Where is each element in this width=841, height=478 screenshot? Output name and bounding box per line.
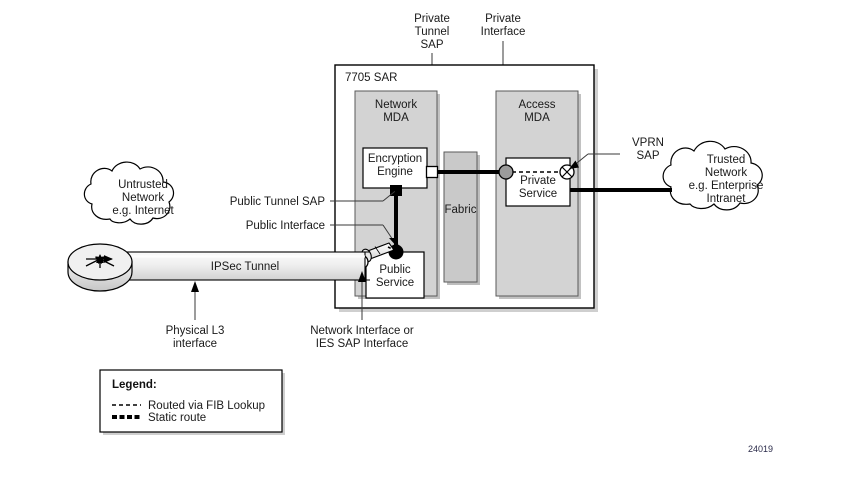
legend-item-label: Routed via FIB Lookup — [148, 400, 265, 412]
private-service — [505, 157, 571, 207]
cloud-untrusted-label: Network — [122, 192, 164, 204]
cloud-untrusted-label: Untrusted — [118, 179, 168, 191]
fabric-label: Fabric — [445, 204, 477, 216]
access-mda-label: MDA — [524, 112, 550, 124]
callout-label-line: SAP — [420, 39, 443, 51]
callout-label-line: Private — [414, 13, 450, 25]
public-service — [365, 251, 425, 299]
legend-title: Legend: — [112, 379, 157, 391]
public-service-label: Service — [376, 277, 414, 289]
callout-label-line: interface — [173, 338, 217, 350]
cloud-untrusted-network: Untrusted Network e.g. Internet — [83, 161, 174, 225]
arrow-head — [191, 281, 199, 292]
private-service-label: Service — [519, 188, 557, 200]
figure-id: 24019 — [748, 444, 773, 454]
private-interface-marker — [498, 164, 514, 180]
callout-public-interface: Public Interface — [246, 220, 399, 249]
cloud-trusted-label: Intranet — [707, 193, 747, 205]
arrow-head — [569, 160, 579, 169]
router-icon — [67, 243, 133, 292]
fib-route-public-service — [387, 246, 395, 251]
callout-label-line: IES SAP Interface — [316, 338, 408, 350]
arrow-head — [358, 271, 366, 282]
callout-label-line: SAP — [636, 150, 659, 162]
legend-item-static-route: Static route — [112, 412, 206, 424]
callout-label-line: Physical L3 — [166, 325, 225, 337]
private-service-label: Private — [520, 175, 556, 187]
callout-public-tunnel-sap: Public Tunnel SAP — [230, 185, 402, 208]
cloud-untrusted-label: e.g. Internet — [112, 205, 174, 217]
callout-network-ies-sap-interface: Network Interface or IES SAP Interface — [310, 271, 414, 350]
access-mda-label: Access — [518, 99, 555, 111]
callout-physical-l3-interface: Physical L3 interface — [166, 281, 225, 350]
legend: Legend: Routed via FIB Lookup Static rou… — [99, 369, 285, 435]
private-tunnel-sap-marker — [425, 165, 439, 179]
encryption-engine-label: Encryption — [368, 153, 422, 165]
cloud-trusted-label: e.g. Enterprise — [689, 180, 764, 192]
encryption-engine-label: Engine — [377, 166, 413, 178]
callout-label-line: VPRN — [632, 137, 664, 149]
callout-label: Public Interface — [246, 220, 325, 232]
ipsec-tunnel-label: IPSec Tunnel — [211, 261, 279, 273]
cloud-trusted-label: Network — [705, 167, 747, 179]
callout-label-line: Interface — [481, 26, 526, 38]
callout-label: Public Tunnel SAP — [230, 196, 326, 208]
chassis-title: 7705 SAR — [345, 72, 397, 84]
network-mda-label: MDA — [383, 112, 409, 124]
public-service-label: Public — [379, 264, 411, 276]
cloud-trusted-label: Trusted — [707, 154, 746, 166]
callout-label-line: Network Interface or — [310, 325, 414, 337]
legend-item-label: Static route — [148, 412, 206, 424]
callout-label-line: Private — [485, 13, 521, 25]
legend-item-routed-via-fib-lookup: Routed via FIB Lookup — [112, 400, 265, 412]
network-mda-label: Network — [375, 99, 417, 111]
arrow-head — [389, 238, 399, 249]
callout-vprn-sap: VPRN SAP — [569, 137, 664, 169]
legend-box — [99, 369, 283, 433]
arrow-head — [392, 185, 402, 194]
callout-label-line: Tunnel — [415, 26, 450, 38]
cloud-trusted-network: Trusted Network e.g. Enterprise Intranet — [662, 140, 764, 211]
ipsec-tunnel: IPSec Tunnel — [103, 251, 366, 281]
